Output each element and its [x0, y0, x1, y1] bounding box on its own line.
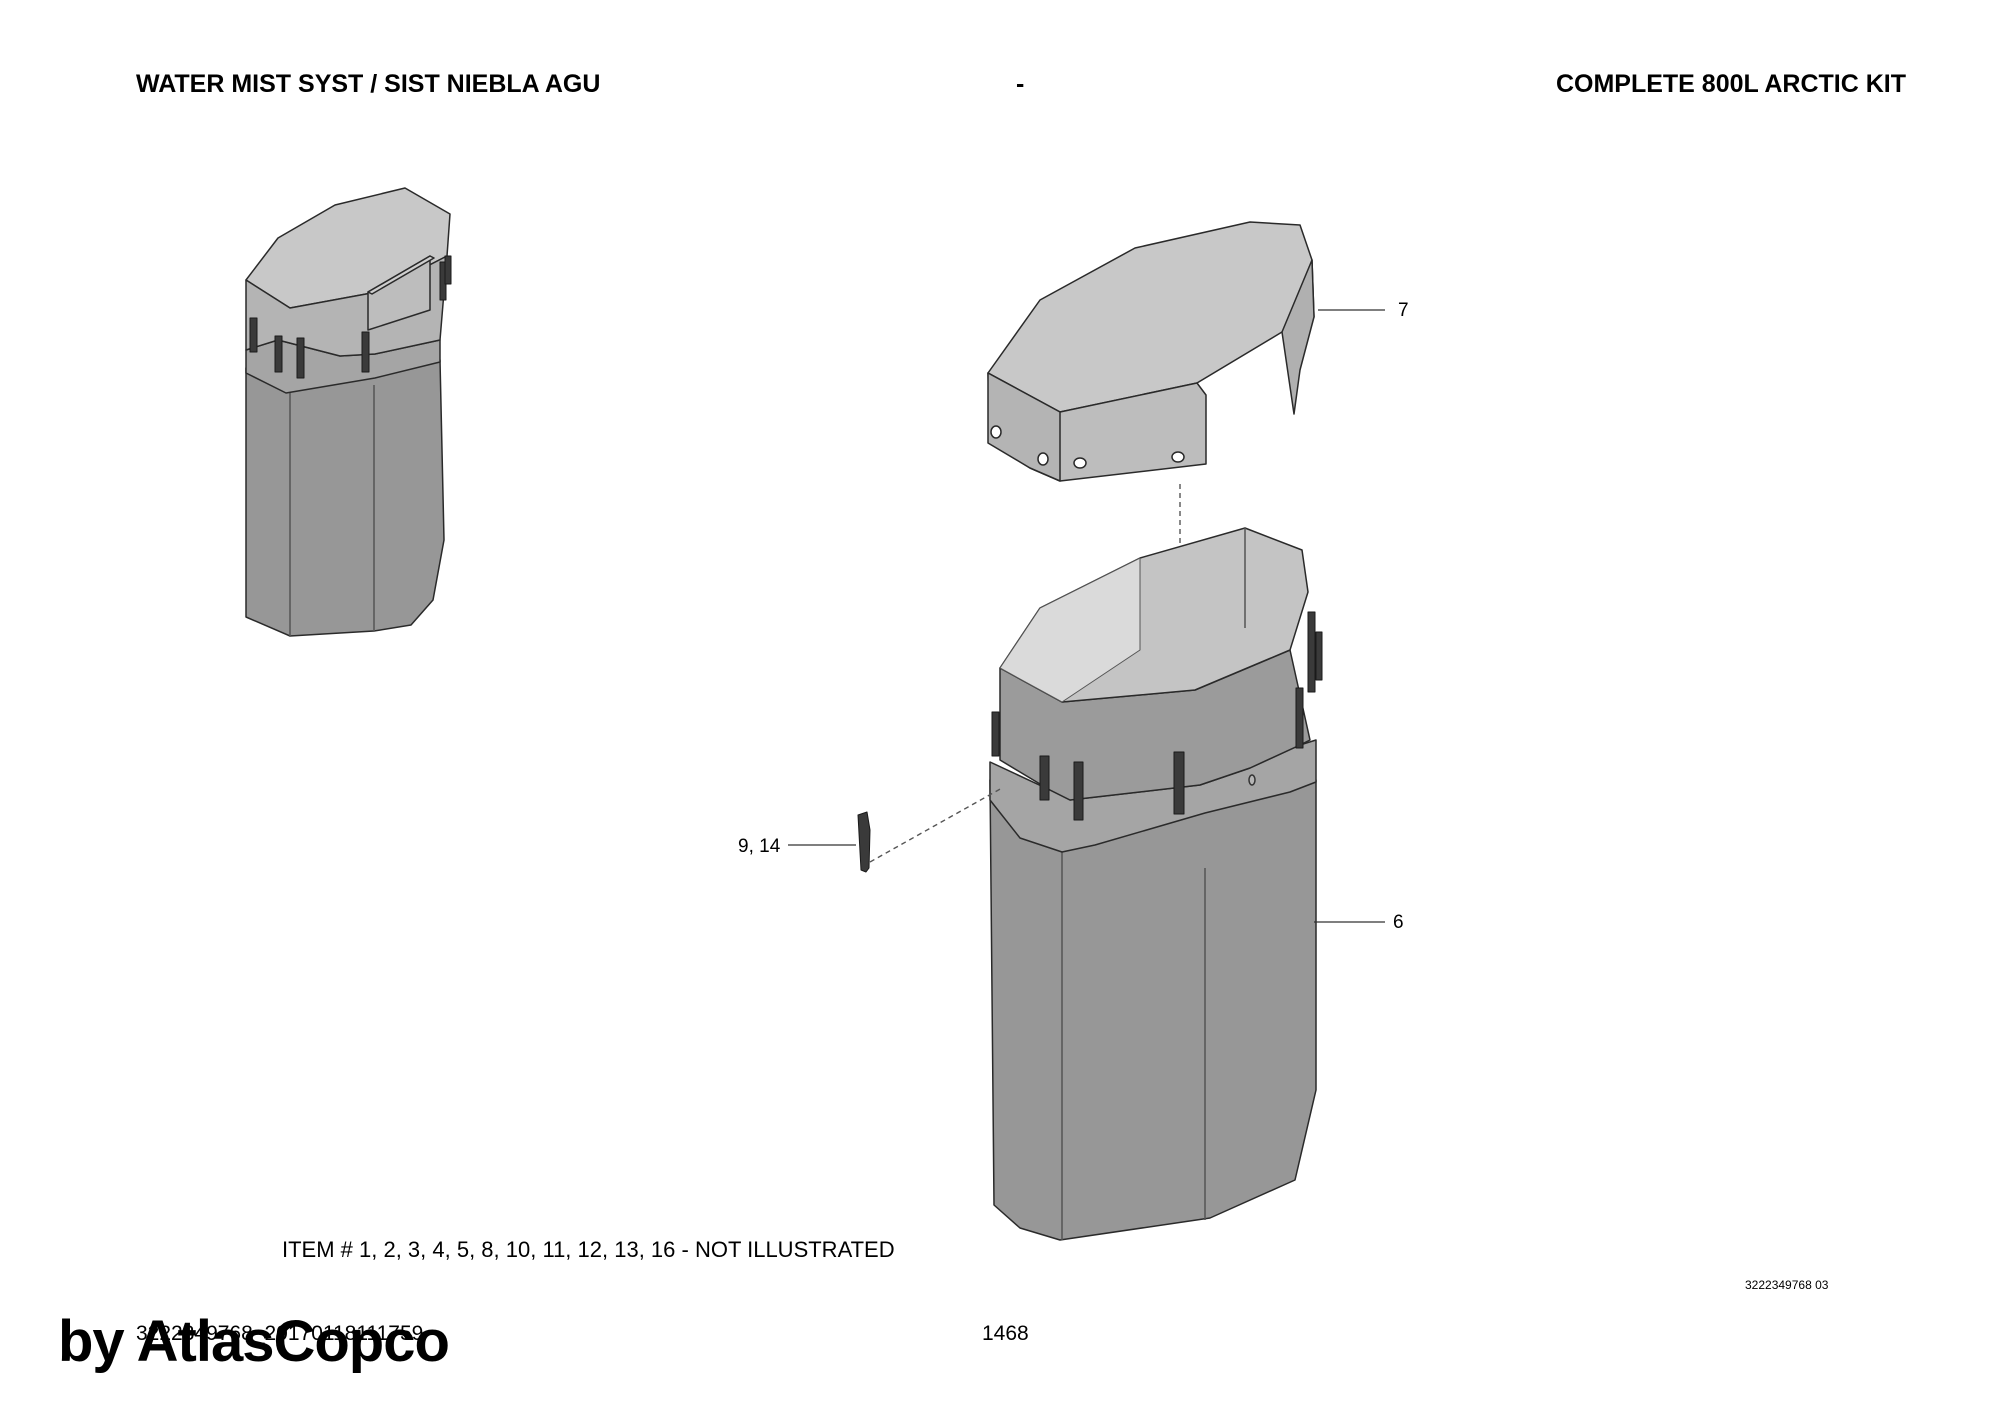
tank-latch-clip: [991, 711, 1000, 757]
lid-side-flange: [1281, 259, 1315, 415]
tank-latch-clip: [1295, 687, 1304, 749]
assembled-tank-clip: [444, 255, 452, 285]
tank-latch-clip: [1073, 761, 1084, 821]
callout-label-tank: 6: [1393, 912, 1404, 933]
assembled-tank-clip: [361, 331, 370, 373]
assembled-tank-illustration: [245, 187, 452, 637]
tank-latch-clip: [1315, 631, 1323, 681]
assembled-tank-lid-side: [245, 255, 448, 357]
clip-part: [857, 787, 1003, 873]
brand-watermark: by AtlasCopco: [58, 1309, 450, 1374]
assembled-tank-body: [245, 359, 445, 637]
header-separator: -: [1016, 70, 1025, 98]
lid-mounting-hole: [990, 425, 1002, 439]
header-right-title: COMPLETE 800L ARCTIC KIT: [1555, 70, 1906, 98]
document-id: 3222349768_20170118111759: [136, 1322, 424, 1345]
lid-top-face: [987, 221, 1315, 413]
assembled-tank-clip: [249, 317, 258, 353]
header-left-title: WATER MIST SYST / SIST NIEBLA AGU: [136, 70, 601, 98]
drawing-number: 3222349768 03: [1745, 1278, 1829, 1292]
tank-latch-clip: [1307, 611, 1316, 693]
clip-body: [857, 811, 871, 873]
lid-part: [987, 221, 1315, 482]
tank-latch-clip: [1173, 751, 1185, 815]
assembled-tank-clip: [296, 337, 305, 379]
lid-mounting-hole: [1037, 452, 1049, 466]
page-number: 1468: [982, 1322, 1029, 1345]
assembled-tank-clip: [274, 335, 283, 373]
lid-mounting-hole: [1171, 451, 1185, 463]
not-illustrated-note: ITEM # 1, 2, 3, 4, 5, 8, 10, 11, 12, 13,…: [282, 1237, 895, 1262]
callout-label-lid: 7: [1398, 300, 1409, 321]
tank-latch-clip: [1039, 755, 1050, 801]
tank-vent-hole: [1248, 774, 1256, 786]
clip-assembly-dashed-line: [869, 787, 1003, 863]
tank-lower-body: [989, 775, 1317, 1241]
callout-label-clip: 9, 14: [738, 836, 781, 857]
tank-part: [989, 527, 1323, 1241]
lid-mounting-hole: [1073, 457, 1087, 469]
